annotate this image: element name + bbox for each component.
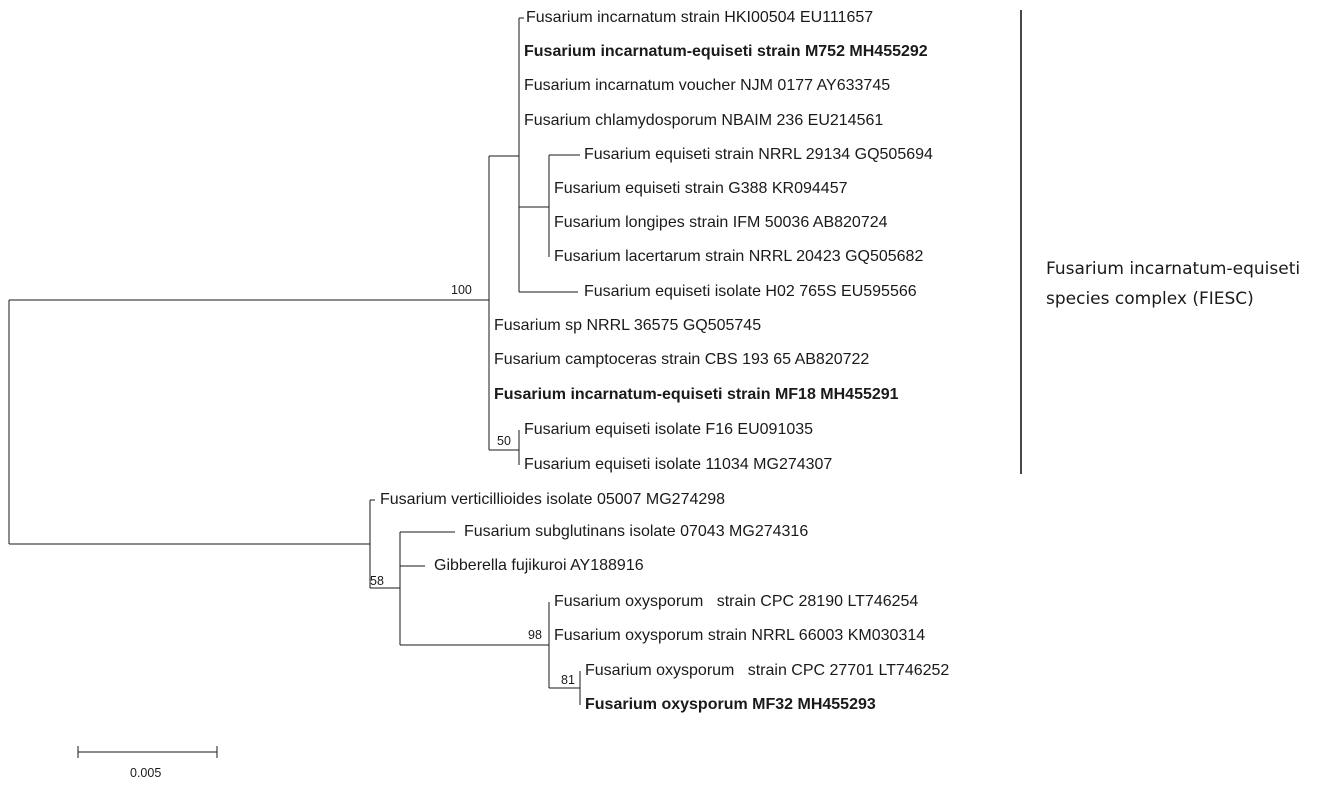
taxon-label-highlighted: Fusarium incarnatum-equiseti strain M752… — [524, 43, 928, 60]
taxon-label: Fusarium chlamydosporum NBAIM 236 EU2145… — [524, 112, 883, 129]
support-value: 98 — [528, 628, 542, 642]
taxon-label: Fusarium oxysporum strain CPC 28190 LT74… — [554, 593, 918, 610]
support-value: 81 — [561, 673, 575, 687]
taxon-label-highlighted: Fusarium incarnatum-equiseti strain MF18… — [494, 386, 899, 403]
scale-bar: 0.005 — [77, 746, 218, 780]
taxa-labels: Fusarium incarnatum strain HKI00504 EU11… — [380, 9, 949, 713]
taxon-label-highlighted: Fusarium oxysporum MF32 MH455293 — [585, 696, 876, 713]
scale-bar-label: 0.005 — [130, 766, 161, 780]
taxon-label: Fusarium longipes strain IFM 50036 AB820… — [554, 214, 888, 231]
support-value: 58 — [370, 574, 384, 588]
support-value: 100 — [451, 283, 472, 297]
taxon-label: Fusarium incarnatum strain HKI00504 EU11… — [526, 9, 873, 26]
taxon-label: Fusarium equiseti isolate F16 EU091035 — [524, 421, 813, 438]
taxon-label: Fusarium subglutinans isolate 07043 MG27… — [464, 523, 808, 540]
taxon-label: Fusarium sp NRRL 36575 GQ505745 — [494, 317, 761, 334]
taxon-label: Fusarium lacertarum strain NRRL 20423 GQ… — [554, 248, 923, 265]
taxon-label: Fusarium equiseti strain G388 KR094457 — [554, 180, 848, 197]
taxon-label: Fusarium incarnatum voucher NJM 0177 AY6… — [524, 77, 890, 94]
taxon-label: Fusarium equiseti isolate 11034 MG274307 — [524, 456, 832, 473]
taxon-label: Fusarium camptoceras strain CBS 193 65 A… — [494, 351, 869, 368]
bootstrap-support-values: 100 50 58 98 81 — [370, 283, 575, 687]
taxon-label: Gibberella fujikuroi AY188916 — [434, 557, 644, 574]
taxon-label: Fusarium verticillioides isolate 05007 M… — [380, 491, 725, 508]
clade-label-line2: species complex (FIESC) — [1046, 289, 1254, 309]
taxon-label: Fusarium equiseti isolate H02 765S EU595… — [584, 283, 917, 300]
tree-branches — [8, 17, 581, 705]
clade-label-line1: Fusarium incarnatum-equiseti — [1046, 259, 1300, 279]
taxon-label: Fusarium oxysporum strain NRRL 66003 KM0… — [554, 627, 925, 644]
support-value: 50 — [497, 434, 511, 448]
clade-annotation: Fusarium incarnatum-equiseti species com… — [1020, 10, 1300, 474]
taxon-label: Fusarium equiseti strain NRRL 29134 GQ50… — [584, 146, 933, 163]
taxon-label: Fusarium oxysporum strain CPC 27701 LT74… — [585, 662, 949, 679]
